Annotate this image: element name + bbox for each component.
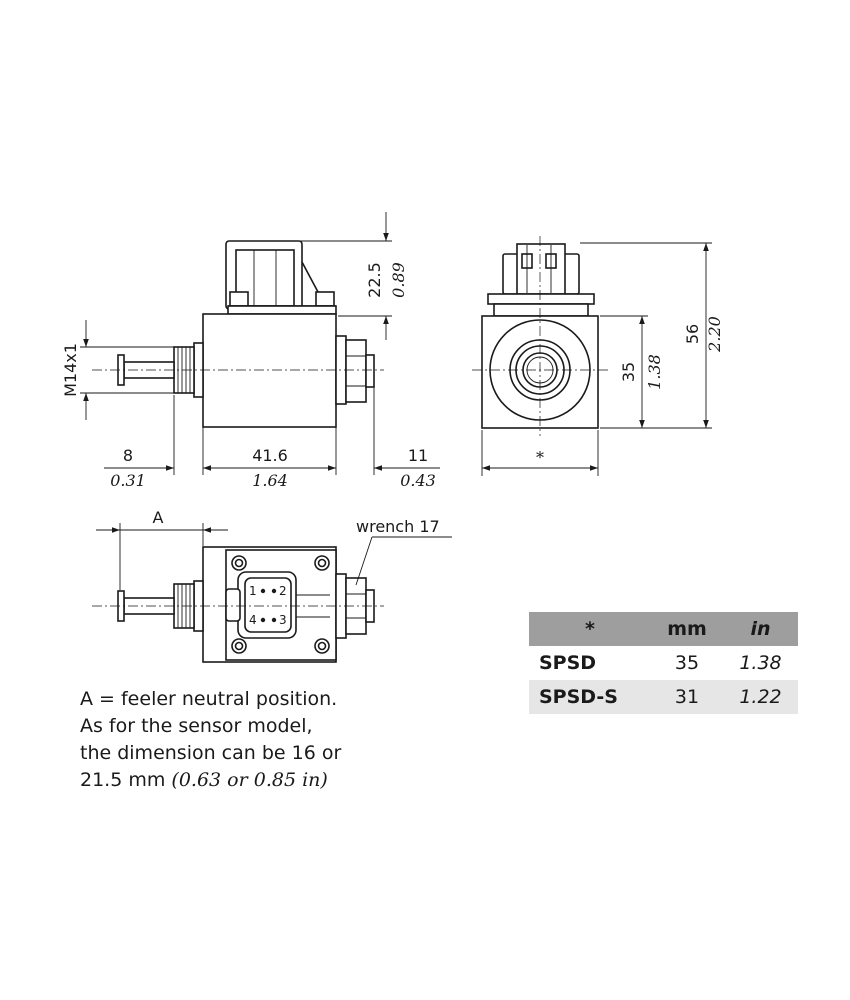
note-line-2: As for the sensor model, bbox=[80, 715, 313, 737]
header-mm: mm bbox=[651, 612, 723, 646]
note-mm-value: 21.5 mm bbox=[80, 769, 166, 791]
thread-label: M14x1 bbox=[61, 343, 80, 397]
inner-in-label: 1.38 bbox=[645, 354, 664, 390]
right-mm-label: 11 bbox=[408, 446, 428, 465]
pin-1-label: 1 bbox=[249, 584, 257, 598]
note-line-4: 21.5 mm (0.63 or 0.85 in) bbox=[80, 767, 440, 794]
right-in-label: 0.43 bbox=[400, 471, 436, 490]
table-row: SPSD-S 31 1.22 bbox=[529, 680, 798, 714]
side-view: 22.5 0.89 M14x1 8 0.31 41.6 1.64 11 0.43 bbox=[61, 212, 440, 490]
left-in-label: 0.31 bbox=[110, 471, 146, 490]
table-header-row: * mm in bbox=[529, 612, 798, 646]
header-model: * bbox=[529, 612, 651, 646]
pin-3 bbox=[271, 617, 277, 623]
width-star-label: * bbox=[536, 448, 544, 467]
header-in: in bbox=[723, 612, 798, 646]
total-in-label: 2.20 bbox=[705, 316, 724, 353]
pin-1 bbox=[260, 588, 266, 594]
pin-2 bbox=[271, 588, 277, 594]
top-view: 1 2 4 3 A wrench 17 bbox=[92, 508, 452, 663]
feeler-a-label: A bbox=[153, 508, 164, 527]
row-in: 1.38 bbox=[723, 646, 798, 680]
pin-3-label: 3 bbox=[279, 613, 287, 627]
feeler-note: A = feeler neutral position. As for the … bbox=[80, 686, 440, 794]
row-mm: 31 bbox=[651, 680, 723, 714]
note-line-3: the dimension can be 16 or bbox=[80, 742, 342, 764]
height-in-label: 0.89 bbox=[389, 262, 408, 298]
row-model: SPSD bbox=[529, 646, 651, 680]
front-view: 35 1.38 56 2.20 * bbox=[472, 236, 724, 476]
total-mm-label: 56 bbox=[683, 324, 702, 344]
body-mm-label: 41.6 bbox=[252, 446, 288, 465]
inner-mm-label: 35 bbox=[619, 362, 638, 382]
pin-4-label: 4 bbox=[249, 613, 257, 627]
body-in-label: 1.64 bbox=[252, 471, 288, 490]
row-mm: 35 bbox=[651, 646, 723, 680]
pin-4 bbox=[260, 617, 266, 623]
wrench-label: wrench 17 bbox=[356, 517, 440, 536]
row-in: 1.22 bbox=[723, 680, 798, 714]
note-line-1: A = feeler neutral position. bbox=[80, 688, 338, 710]
table-row: SPSD 35 1.38 bbox=[529, 646, 798, 680]
height-mm-label: 22.5 bbox=[365, 262, 384, 298]
left-mm-label: 8 bbox=[123, 446, 133, 465]
note-in-value: (0.63 or 0.85 in) bbox=[171, 769, 328, 791]
pin-2-label: 2 bbox=[279, 584, 287, 598]
dimension-table: * mm in SPSD 35 1.38 SPSD-S 31 1.22 bbox=[529, 612, 798, 714]
row-model: SPSD-S bbox=[529, 680, 651, 714]
